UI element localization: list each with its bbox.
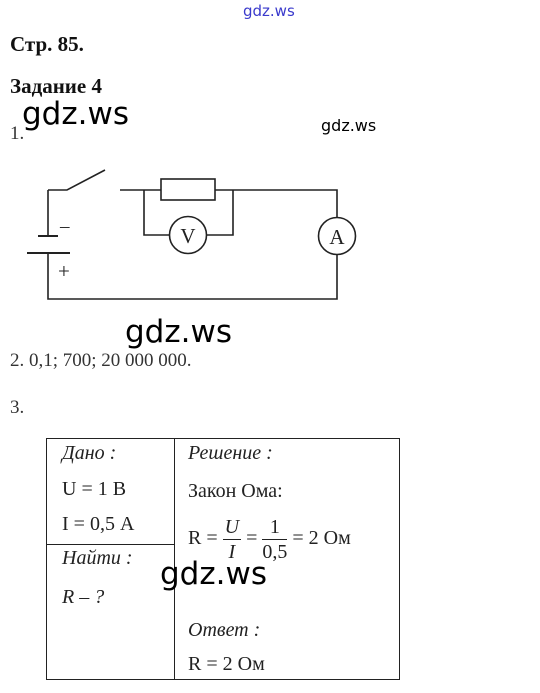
given-header: Дано : [62,442,117,464]
given-current: I = 0,5 А [62,513,135,535]
watermark-top: gdz.ws [243,2,295,20]
switch [48,169,106,191]
given-cell: Дано : U = 1 В I = 0,5 А [46,438,175,545]
voltmeter-symbol [168,215,208,255]
item-2-answer: 2. 0,1; 700; 20 000 000. [10,350,192,371]
voltmeter-label: V [180,224,195,248]
battery-minus: – [59,216,70,237]
denominator-i: I [228,541,236,563]
resistor [160,178,216,201]
watermark-large: gdz.ws [160,556,267,592]
watermark-large: gdz.ws [22,96,129,132]
numerator-u: U [222,516,242,540]
wire-bottom [47,253,338,300]
item-3-label: 3. [10,397,25,418]
task-title: Задание 4 [10,74,102,98]
numerator-one: 1 [262,515,288,540]
page-title: Стр. 85. [10,32,84,56]
item-1-label: 1. [10,123,25,144]
formula-result: = 2 Ом [292,527,351,550]
formula-r: R = [188,527,218,550]
answer-header: Ответ : [188,619,261,641]
ohm-law-label: Закон Ома: [188,480,283,502]
ammeter-symbol [317,216,357,256]
task-table: Дано : U = 1 В I = 0,5 А Решение : Закон… [46,438,400,680]
battery-plus: + [58,259,70,283]
solution-header: Решение : [188,442,273,464]
find-header: Найти : [62,547,133,569]
find-resistance: R – ? [62,586,105,608]
given-voltage: U = 1 В [62,478,127,500]
answer-value: R = 2 Ом [188,653,265,675]
watermark-small: gdz.ws [321,116,377,135]
find-cell: Найти : R – ? [46,544,175,680]
denominator-half: 0,5 [262,541,288,563]
watermark-large: gdz.ws [125,314,232,350]
voltmeter-branch-left [143,190,169,236]
voltmeter-branch-right [207,190,234,236]
wire-top-right [215,189,338,217]
formula-eq: = [246,527,258,550]
ammeter-label: A [329,225,345,249]
